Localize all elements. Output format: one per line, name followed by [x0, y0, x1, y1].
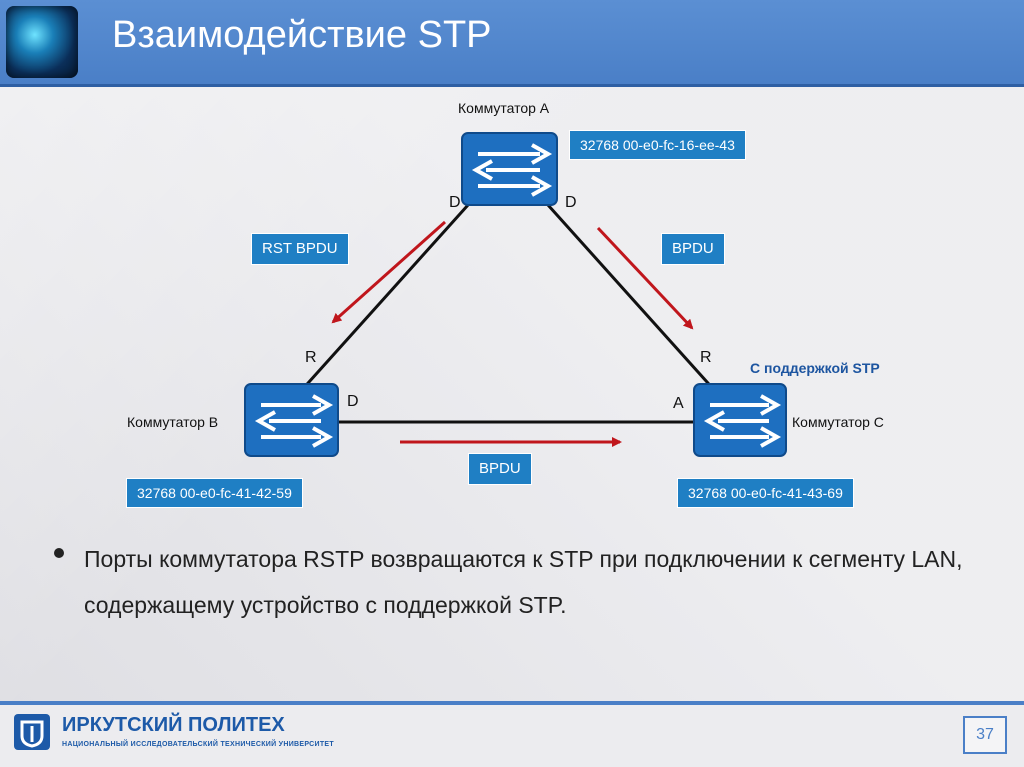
switch-a-icon: [462, 133, 557, 205]
university-logo-icon: [14, 714, 50, 750]
port-c-left: A: [673, 395, 684, 413]
page-number: 37: [963, 716, 1007, 754]
university-name: ИРКУТСКИЙ ПОЛИТЕХ: [62, 714, 285, 737]
switch-c-label: Коммутатор C: [792, 414, 884, 430]
message-bpdu-a-c: BPDU: [661, 233, 725, 265]
port-a-right: D: [565, 194, 577, 212]
stp-support-note: С поддержкой STP: [750, 360, 880, 376]
switch-b-icon: [245, 384, 338, 456]
switch-b-id: 32768 00-e0-fc-41-42-59: [126, 478, 303, 508]
bullet-dot: [54, 548, 64, 558]
switch-b-label: Коммутатор B: [127, 414, 218, 430]
switch-a-label: Коммутатор A: [458, 100, 549, 116]
message-rst-bpdu: RST BPDU: [251, 233, 349, 265]
bullet-text: Порты коммутатора RSTP возвращаются к ST…: [84, 536, 984, 628]
switch-a-id: 32768 00-e0-fc-16-ee-43: [569, 130, 746, 160]
port-b-right: D: [347, 393, 359, 411]
port-a-left: D: [449, 194, 461, 212]
switch-c-icon: [694, 384, 786, 456]
port-b-top: R: [305, 349, 317, 367]
arrow-a-to-b: [333, 222, 445, 322]
port-c-top: R: [700, 349, 712, 367]
university-subtitle: НАЦИОНАЛЬНЫЙ ИССЛЕДОВАТЕЛЬСКИЙ ТЕХНИЧЕСК…: [62, 741, 334, 748]
message-bpdu-b-c: BPDU: [468, 453, 532, 485]
switch-c-id: 32768 00-e0-fc-41-43-69: [677, 478, 854, 508]
